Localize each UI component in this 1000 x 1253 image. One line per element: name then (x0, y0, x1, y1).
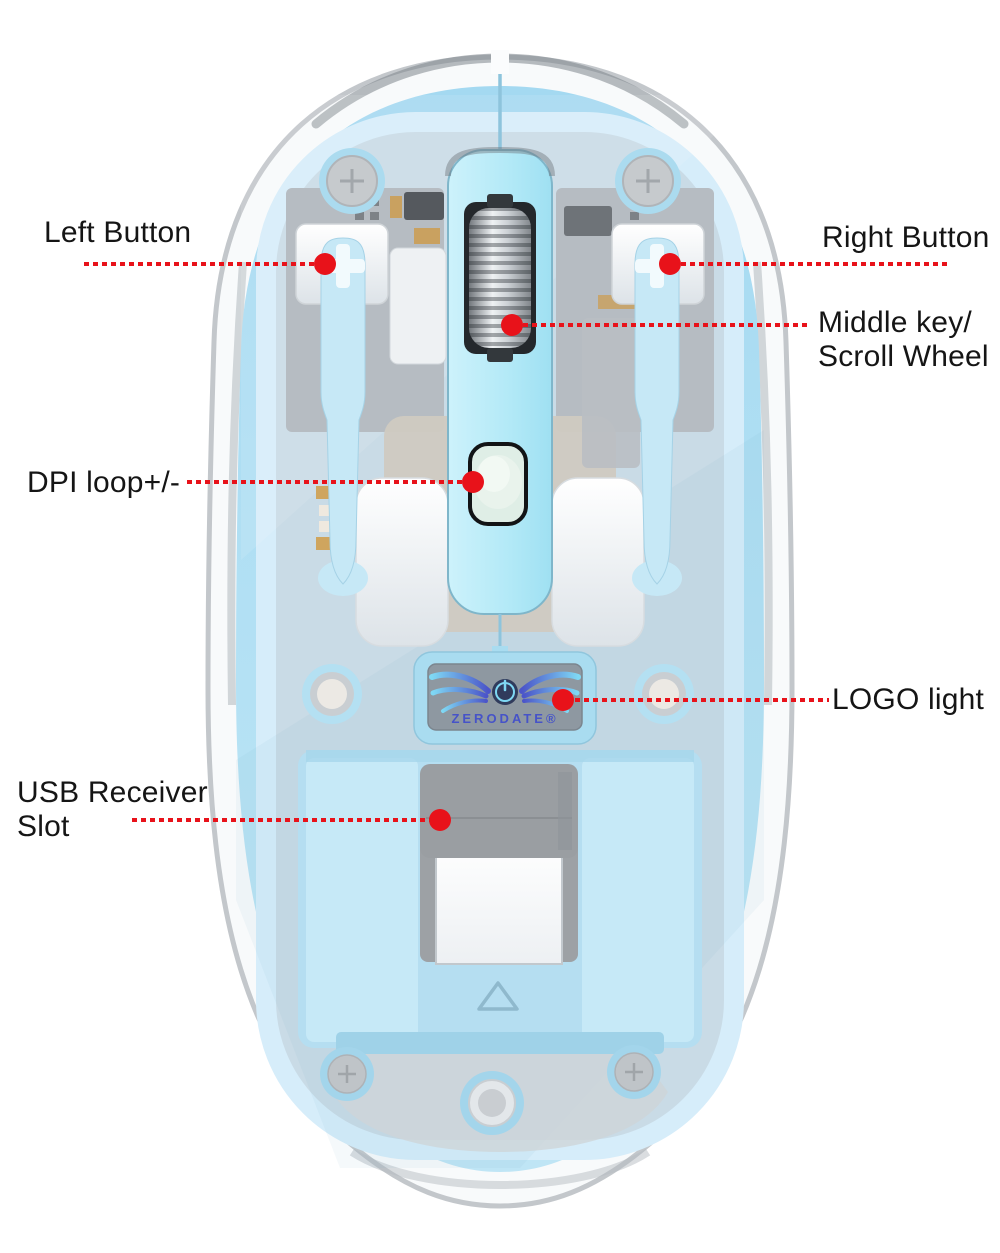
scroll-wheel (464, 194, 536, 362)
middle-key-dot (501, 314, 523, 336)
switch-block-right (582, 318, 640, 468)
eject-triangle-icon (477, 981, 519, 1011)
bottom-blue-bar (336, 1032, 664, 1054)
middle-key-label: Middle key/ Scroll Wheel (818, 306, 989, 374)
left-button-label: Left Button (44, 216, 192, 249)
right-button-dot (659, 253, 681, 275)
switch-block-left (389, 247, 447, 365)
dpi-dot (462, 471, 484, 493)
dpi-leader-line (187, 480, 463, 484)
right-button-leader-line (681, 262, 949, 266)
logo-light-leader-line (575, 698, 829, 702)
logo-light-panel: ZERODATE® (413, 646, 597, 745)
screw-top-right-icon (615, 148, 681, 214)
logo-light-dot (552, 689, 574, 711)
screw-bottom-left-icon (320, 1047, 374, 1101)
boss-mid-right-icon (634, 664, 694, 724)
shell-apex-notch (491, 50, 509, 74)
sensor-ring-icon (460, 1071, 524, 1135)
usb-slot-label-line2: Slot (17, 810, 70, 843)
left-button-dot (314, 253, 336, 275)
logo-light-label: LOGO light (832, 683, 985, 716)
boss-mid-left-icon (302, 664, 362, 724)
right-button-label: Right Button (822, 221, 990, 254)
middle-key-label-line1: Middle key/ (818, 306, 972, 339)
usb-receiver-slot (420, 764, 578, 965)
usb-slot-label: USB Receiver Slot (17, 776, 208, 844)
dpi-label: DPI loop+/- (27, 466, 181, 499)
usb-slot-dot (429, 809, 451, 831)
screw-top-left-icon (319, 148, 385, 214)
screw-bottom-right-icon (607, 1045, 661, 1099)
middle-key-leader-line (523, 323, 811, 327)
wings-logo-icon (429, 671, 581, 713)
usb-slot-leader-line (132, 818, 430, 822)
usb-slot-label-line1: USB Receiver (17, 776, 208, 809)
logo-text: ZERODATE® (451, 711, 558, 726)
usb-dongle (435, 837, 563, 965)
strip-top-collar (445, 146, 555, 177)
middle-key-label-line2: Scroll Wheel (818, 340, 989, 373)
battery-right (551, 477, 645, 647)
shell-bottom-rim (349, 1148, 651, 1189)
shell-left-streak (227, 261, 247, 706)
battery-left (355, 477, 449, 647)
left-button-leader-line (84, 262, 316, 266)
lower-panel (298, 750, 702, 1048)
dpi-button (468, 442, 528, 526)
